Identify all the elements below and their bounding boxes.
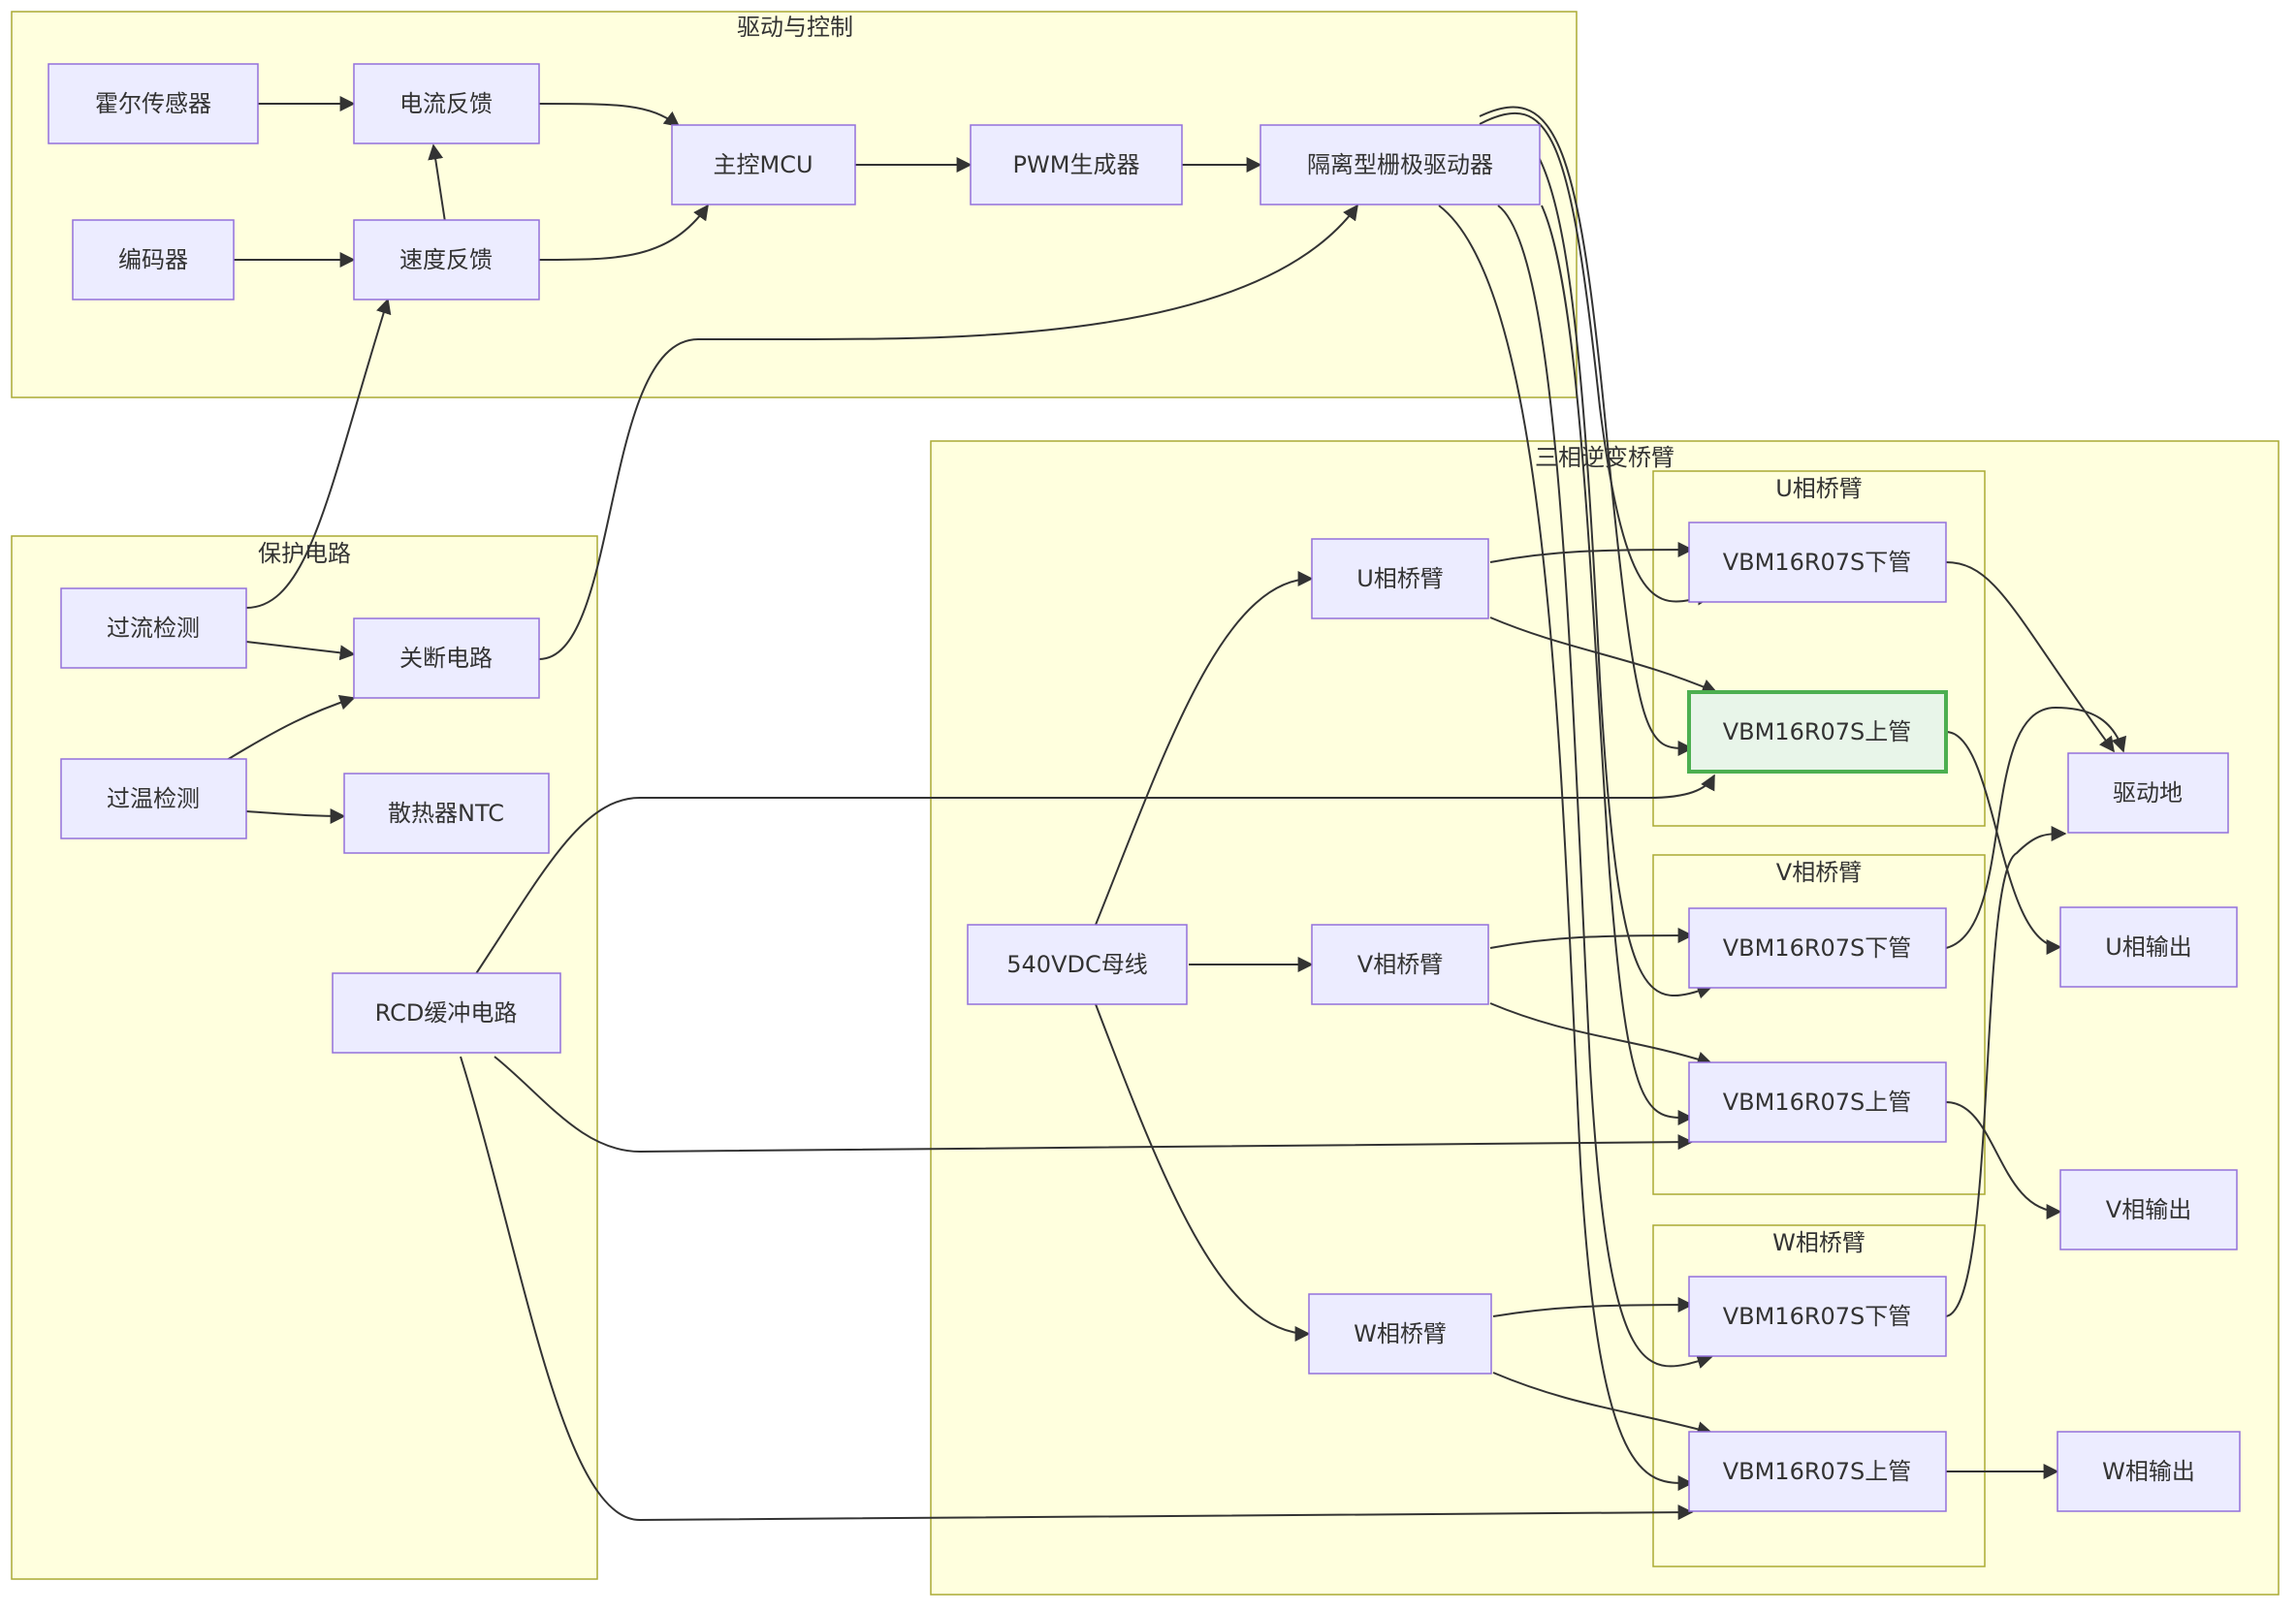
edge-rcd-to-vhigh xyxy=(494,1056,1694,1154)
node-v-low-mosfet[interactable]: VBM16R07S下管 xyxy=(1688,907,1947,989)
node-overtemp-detect[interactable]: 过温检测 xyxy=(60,758,247,839)
node-main-mcu[interactable]: 主控MCU xyxy=(671,124,856,206)
node-label: 过温检测 xyxy=(107,785,200,812)
node-label: 过流检测 xyxy=(107,615,200,642)
cluster-title-u-arm: U相桥臂 xyxy=(1775,475,1863,502)
edge-rcd-to-uhigh xyxy=(474,774,1715,976)
edge-gate-to-ulow xyxy=(1479,111,1713,606)
node-shutdown-circuit[interactable]: 关断电路 xyxy=(353,617,540,699)
node-drive-ground[interactable]: 驱动地 xyxy=(2067,752,2229,834)
edge-v-to-vhigh xyxy=(1489,1002,1713,1067)
edge-gate-to-vhigh xyxy=(1541,205,1694,1126)
node-gate-driver[interactable]: 隔离型栅极驱动器 xyxy=(1260,124,1541,206)
edges xyxy=(226,96,2127,1522)
edge-wlow-to-ground xyxy=(1945,826,2067,1317)
edge-u-to-uhigh xyxy=(1489,617,1718,694)
edge-gate-to-whigh xyxy=(1438,205,1694,1492)
cluster-inverter: 三相逆变桥臂 xyxy=(930,440,2280,1596)
node-v-high-mosfet[interactable]: VBM16R07S上管 xyxy=(1688,1061,1947,1143)
edge-uhigh-to-uout xyxy=(1945,731,2062,955)
node-label: 散热器NTC xyxy=(388,800,504,827)
node-label: 关断电路 xyxy=(399,645,493,672)
edge-shutdown-to-gate xyxy=(538,204,1358,660)
node-current-feedback[interactable]: 电流反馈 xyxy=(353,63,540,144)
edge-speed-to-mcu xyxy=(538,204,709,261)
node-encoder[interactable]: 编码器 xyxy=(72,219,235,300)
node-label: VBM16R07S下管 xyxy=(1723,934,1912,962)
cluster-v-arm: V相桥臂 xyxy=(1652,854,1986,1195)
node-u-output[interactable]: U相输出 xyxy=(2059,906,2238,988)
edge-vhigh-to-vout xyxy=(1945,1101,2062,1219)
node-label: VBM16R07S上管 xyxy=(1723,1089,1912,1116)
node-label: 540VDC母线 xyxy=(1006,951,1147,978)
edge-bus-to-w xyxy=(1095,1003,1311,1342)
edge-gate-to-uhigh xyxy=(1479,106,1694,757)
edge-rcd-to-whigh xyxy=(460,1056,1694,1522)
node-label: VBM16R07S下管 xyxy=(1723,549,1912,576)
edge-ulow-to-ground xyxy=(1945,561,2115,753)
node-label: U相桥臂 xyxy=(1356,565,1444,592)
node-w-low-mosfet[interactable]: VBM16R07S下管 xyxy=(1688,1276,1947,1357)
node-overcurrent-detect[interactable]: 过流检测 xyxy=(60,587,247,669)
edge-gate-to-wlow xyxy=(1497,205,1713,1369)
node-u-low-mosfet[interactable]: VBM16R07S下管 xyxy=(1688,522,1947,603)
node-label: U相输出 xyxy=(2105,933,2192,961)
node-w-output[interactable]: W相输出 xyxy=(2057,1431,2241,1512)
node-label: 霍尔传感器 xyxy=(95,90,211,117)
edge-overtemp-to-shutdown xyxy=(226,694,356,761)
node-pwm-generator[interactable]: PWM生成器 xyxy=(970,124,1183,206)
cluster-title-drive-control: 驱动与控制 xyxy=(737,14,853,41)
node-heatsink-ntc[interactable]: 散热器NTC xyxy=(343,773,550,854)
node-w-high-mosfet[interactable]: VBM16R07S上管 xyxy=(1688,1431,1947,1512)
node-rcd-snubber[interactable]: RCD缓冲电路 xyxy=(332,972,561,1054)
edge-vlow-to-ground xyxy=(1945,706,2127,949)
node-hall-sensor[interactable]: 霍尔传感器 xyxy=(48,63,259,144)
edge-current-to-mcu xyxy=(538,103,681,127)
edge-gate-to-vlow xyxy=(1492,128,1713,999)
node-label: W相输出 xyxy=(2102,1458,2195,1485)
node-label: 驱动地 xyxy=(2113,779,2183,806)
node-label: V相输出 xyxy=(2106,1196,2191,1223)
node-label: W相桥臂 xyxy=(1354,1320,1447,1347)
edge-u-to-ulow xyxy=(1489,542,1694,563)
node-speed-feedback[interactable]: 速度反馈 xyxy=(353,219,540,300)
node-label: V相桥臂 xyxy=(1357,951,1443,978)
node-u-high-mosfet[interactable]: VBM16R07S上管 xyxy=(1687,690,1948,774)
node-label: VBM16R07S下管 xyxy=(1723,1303,1912,1330)
edge-overtemp-to-ntc xyxy=(245,807,346,824)
node-label: 隔离型栅极驱动器 xyxy=(1307,151,1493,178)
edge-v-to-vlow xyxy=(1489,928,1694,949)
cluster-title-protection: 保护电路 xyxy=(258,540,351,567)
node-label: VBM16R07S上管 xyxy=(1723,718,1912,745)
edge-bus-to-u xyxy=(1095,571,1314,926)
cluster-protection: 保护电路 xyxy=(11,535,598,1580)
node-label: 主控MCU xyxy=(713,151,813,178)
node-w-phase-arm[interactable]: W相桥臂 xyxy=(1308,1293,1492,1375)
node-v-phase-arm[interactable]: V相桥臂 xyxy=(1311,924,1489,1005)
node-label: 速度反馈 xyxy=(399,246,493,273)
node-label: VBM16R07S上管 xyxy=(1723,1458,1912,1485)
cluster-title-w-arm: W相桥臂 xyxy=(1772,1229,1866,1256)
edge-overcurrent-to-speed xyxy=(245,298,392,609)
node-label: 编码器 xyxy=(118,246,188,273)
node-label: 电流反馈 xyxy=(399,90,493,117)
edge-w-to-wlow xyxy=(1492,1297,1694,1317)
node-u-phase-arm[interactable]: U相桥臂 xyxy=(1311,538,1489,619)
edge-overcurrent-to-shutdown xyxy=(245,641,356,661)
edge-w-to-whigh xyxy=(1492,1372,1713,1437)
nodes: 霍尔传感器 电流反馈 编码器 速度反馈 主控MCU PWM生成器 隔离型栅极驱动… xyxy=(48,63,2241,1512)
node-v-output[interactable]: V相输出 xyxy=(2059,1169,2238,1250)
cluster-title-v-arm: V相桥臂 xyxy=(1776,859,1862,886)
node-dc-bus[interactable]: 540VDC母线 xyxy=(967,924,1188,1005)
node-label: RCD缓冲电路 xyxy=(375,999,518,1027)
node-label: PWM生成器 xyxy=(1013,151,1140,178)
